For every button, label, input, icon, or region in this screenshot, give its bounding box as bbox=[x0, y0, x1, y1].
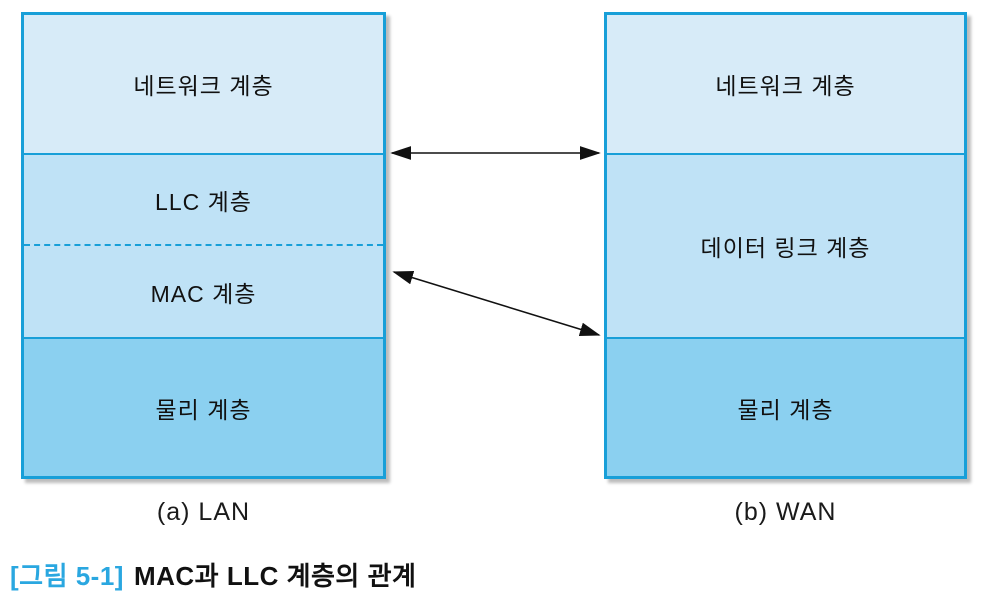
lan-layer-physical: 물리 계층 bbox=[24, 337, 383, 476]
wan-layer-datalink-label: 데이터 링크 계층 bbox=[700, 235, 871, 261]
lan-layer-network-label: 네트워크 계층 bbox=[133, 73, 274, 99]
wan-layer-physical: 물리 계층 bbox=[607, 337, 964, 476]
wan-layer-network-label: 네트워크 계층 bbox=[715, 73, 856, 99]
wan-caption: (b) WAN bbox=[734, 498, 837, 526]
mac-datalink-arrow bbox=[392, 270, 601, 337]
wan-layer-physical-label: 물리 계층 bbox=[737, 396, 834, 423]
lan-layer-physical-label: 물리 계층 bbox=[155, 396, 252, 423]
wan-layer-datalink: 데이터 링크 계층 bbox=[607, 153, 964, 337]
lan-stack: 네트워크 계층 LLC 계층 MAC 계층 물리 계층 bbox=[21, 12, 386, 479]
lan-caption: (a) LAN bbox=[156, 498, 251, 526]
lan-layer-llc: LLC 계층 bbox=[24, 153, 383, 244]
figure-caption-tag: [그림 5-1] bbox=[10, 561, 124, 591]
lan-layer-mac-label: MAC 계층 bbox=[150, 280, 257, 307]
figure-caption: [그림 5-1] MAC과 LLC 계층의 관계 bbox=[10, 556, 416, 593]
wan-stack: 네트워크 계층 데이터 링크 계층 물리 계층 bbox=[604, 12, 967, 479]
lan-layer-mac: MAC 계층 bbox=[24, 244, 383, 337]
figure-caption-text: MAC과 LLC 계층의 관계 bbox=[133, 561, 417, 591]
lan-layer-llc-label: LLC 계층 bbox=[155, 188, 252, 215]
lan-layer-network: 네트워크 계층 bbox=[24, 15, 383, 153]
wan-layer-network: 네트워크 계층 bbox=[607, 15, 964, 153]
